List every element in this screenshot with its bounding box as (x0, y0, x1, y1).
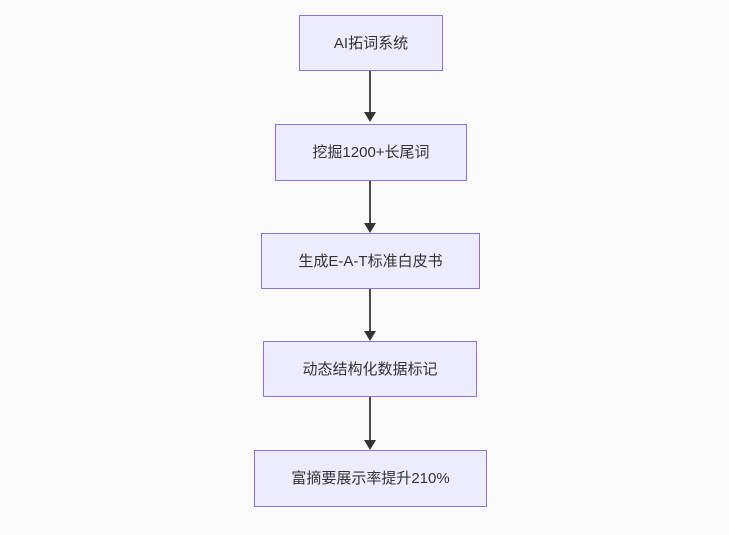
flow-node-ai-word-expansion: AI拓词系统 (299, 15, 443, 71)
arrowhead-down-icon (364, 440, 376, 450)
flow-arrow-4 (364, 397, 376, 450)
arrow-shaft (369, 181, 371, 223)
flow-node-longtail-mining: 挖掘1200+长尾词 (275, 124, 467, 181)
flow-arrow-1 (364, 71, 376, 122)
flow-arrow-2 (364, 181, 376, 233)
arrow-shaft (369, 397, 371, 440)
flow-arrow-3 (364, 289, 376, 341)
arrow-shaft (369, 71, 371, 112)
arrowhead-down-icon (364, 223, 376, 233)
flow-node-rich-snippet-result: 富摘要展示率提升210% (254, 450, 487, 507)
flow-node-eat-whitepaper: 生成E-A-T标准白皮书 (261, 233, 480, 289)
arrowhead-down-icon (364, 112, 376, 122)
arrowhead-down-icon (364, 331, 376, 341)
flow-node-structured-data-markup: 动态结构化数据标记 (263, 341, 477, 397)
arrow-shaft (369, 289, 371, 331)
